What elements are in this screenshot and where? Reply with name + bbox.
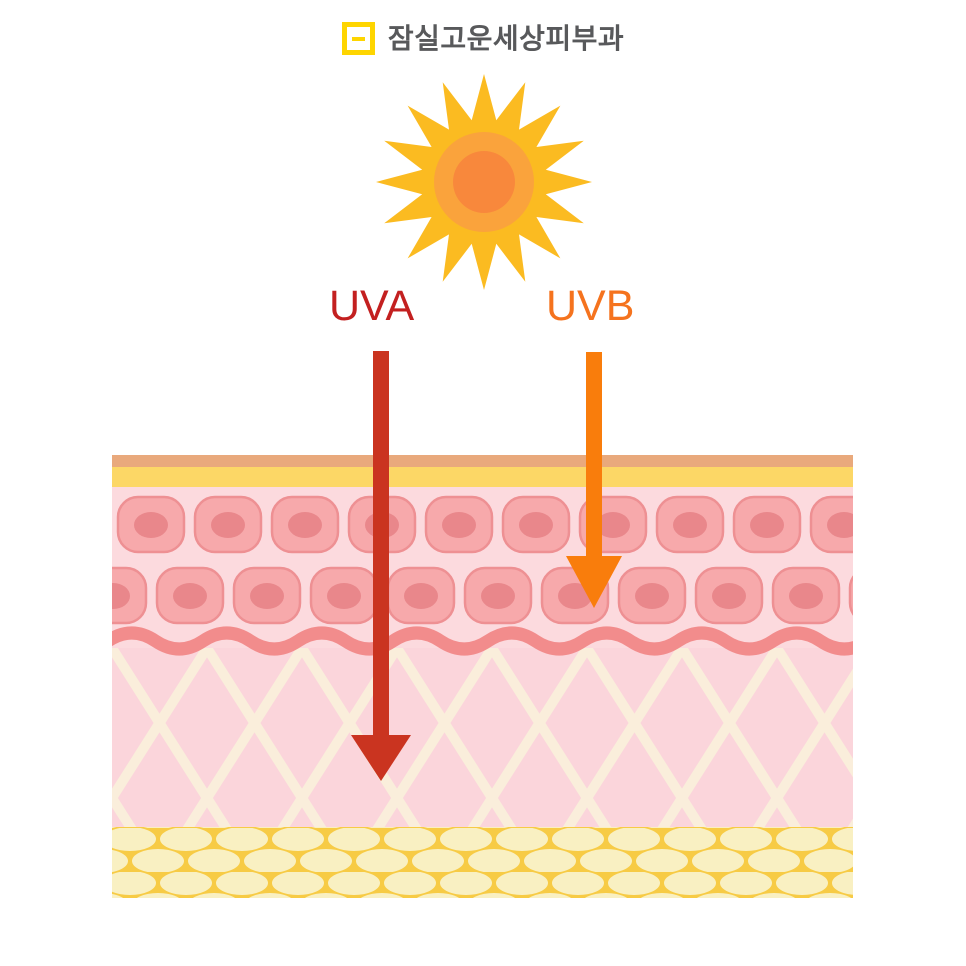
basement-membrane-wavy-line bbox=[112, 626, 853, 656]
uva-arrow bbox=[351, 351, 411, 781]
stratum-corneum-layer bbox=[112, 455, 853, 467]
sun-icon bbox=[376, 74, 592, 290]
uvb-label: UVB bbox=[546, 282, 635, 330]
uva-arrow-shaft bbox=[373, 351, 389, 737]
dermis-fiber-lattice bbox=[112, 648, 853, 827]
clinic-logo: 잠실고운세상피부과 bbox=[0, 22, 966, 55]
uvb-arrow-shaft bbox=[586, 352, 602, 558]
epidermis-cell-row-2 bbox=[112, 566, 853, 626]
uvb-arrow bbox=[566, 352, 622, 608]
uva-arrow-head bbox=[351, 735, 411, 781]
epidermis-top-band bbox=[112, 467, 853, 487]
uvb-arrow-head bbox=[566, 556, 622, 608]
uva-label: UVA bbox=[329, 282, 415, 330]
epidermis-cell-row-1 bbox=[112, 495, 853, 555]
skin-cross-section bbox=[112, 455, 853, 898]
sun-core-circle bbox=[453, 151, 515, 213]
logo-square-dash-icon bbox=[341, 22, 375, 55]
logo-dash bbox=[351, 36, 365, 41]
clinic-name: 잠실고운세상피부과 bbox=[387, 22, 625, 54]
subcutaneous-fat-cells bbox=[112, 827, 853, 898]
